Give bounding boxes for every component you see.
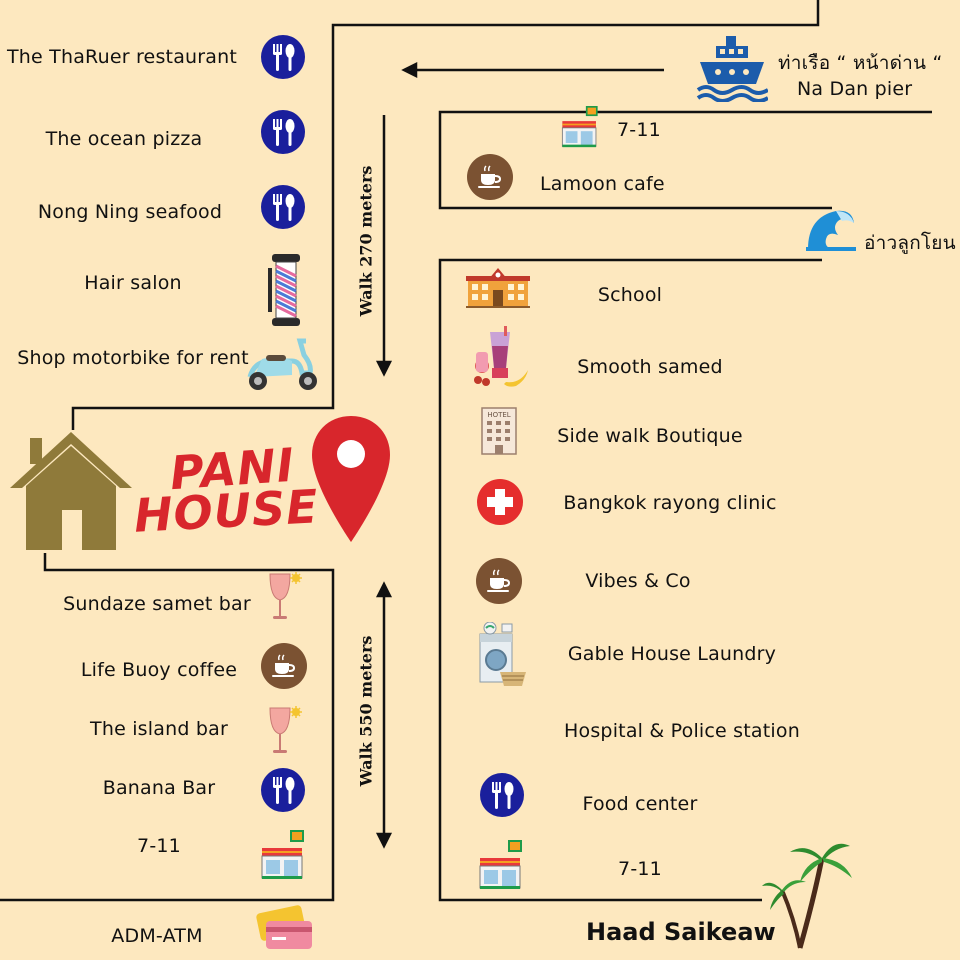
walk-north-label: Walk 270 meters	[356, 165, 376, 317]
bay-label: อ่าวลูกโยน	[864, 232, 956, 254]
place-label-711-south: 7-11	[618, 858, 662, 880]
atm-label: ADM-ATM	[111, 925, 203, 947]
restaurant-icon	[261, 185, 305, 233]
scooter-icon	[240, 337, 326, 397]
place-label-bangkok-rayong-clinic: Bangkok rayong clinic	[563, 492, 777, 514]
place-label-711-north: 7-11	[617, 119, 661, 141]
wine-glass-icon	[268, 572, 306, 628]
convenience-store-icon	[560, 106, 600, 152]
place-label-vibes-co: Vibes & Co	[585, 570, 691, 592]
pier-thai-label: ท่าเรือ “ หน้าด่าน “	[778, 52, 943, 74]
place-label-banana-bar: Banana Bar	[102, 777, 216, 799]
brand-line2: HOUSE	[132, 479, 320, 543]
washing-machine-icon	[476, 621, 528, 692]
restaurant-icon	[261, 110, 305, 158]
coffee-icon	[476, 558, 522, 608]
svg-text:HOTEL: HOTEL	[487, 411, 510, 419]
ship-icon	[696, 34, 770, 106]
palm-tree-icon	[760, 838, 856, 954]
place-label-gable-house-laundry: Gable House Laundry	[567, 643, 777, 665]
place-label-lamoon-cafe: Lamoon cafe	[540, 173, 665, 195]
walk-south-label: Walk 550 meters	[356, 635, 376, 787]
smoothie-icon	[470, 322, 534, 392]
place-label-hair-salon: Hair salon	[84, 272, 182, 294]
pier-name-label: Na Dan pier	[797, 78, 913, 100]
beach-label: Haad Saikeaw	[586, 918, 776, 946]
coffee-icon	[261, 643, 307, 693]
place-label-ocean-pizza: The ocean pizza	[45, 128, 203, 150]
coffee-icon	[467, 154, 513, 204]
place-label-tharuer-restaurant: The ThaRuer restaurant	[6, 46, 238, 68]
convenience-store-icon	[260, 830, 306, 884]
place-label-sundaze-samet-bar: Sundaze samet bar	[63, 593, 251, 615]
place-label-smooth-samed: Smooth samed	[577, 356, 723, 378]
house-icon	[8, 430, 134, 556]
place-label-side-walk-boutique: Side walk Boutique	[557, 425, 743, 447]
place-label-motorbike-rent: Shop motorbike for rent	[17, 347, 249, 369]
barber-pole-icon	[268, 254, 308, 330]
place-label-food-center: Food center	[582, 793, 698, 815]
place-label-711-west: 7-11	[137, 835, 181, 857]
restaurant-icon	[261, 35, 305, 83]
atm-card-icon	[256, 905, 314, 955]
restaurant-icon	[261, 768, 305, 816]
place-label-nong-ning-seafood: Nong Ning seafood	[37, 201, 223, 223]
wine-glass-icon	[268, 706, 306, 762]
medical-cross-icon	[477, 479, 523, 529]
place-label-hospital-police: Hospital & Police station	[564, 720, 800, 742]
restaurant-icon	[480, 773, 524, 821]
place-label-island-bar: The island bar	[90, 718, 228, 740]
place-label-school: School	[597, 284, 663, 306]
wave-icon	[806, 207, 856, 255]
map-pin-icon	[310, 414, 392, 550]
convenience-store-icon	[478, 840, 524, 894]
hotel-icon: HOTEL	[478, 406, 520, 460]
place-label-life-buoy-coffee: Life Buoy coffee	[80, 659, 238, 681]
school-icon	[466, 266, 530, 312]
